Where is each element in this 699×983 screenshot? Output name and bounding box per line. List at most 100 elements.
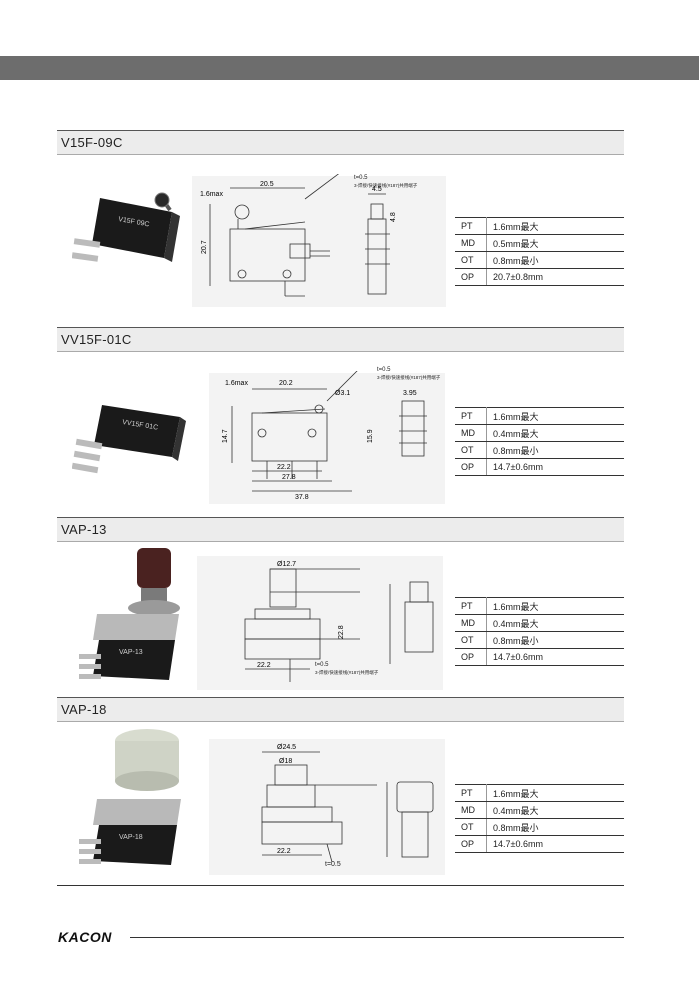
dim-d4: 4.5	[372, 186, 382, 193]
spec-key: PT	[455, 407, 487, 425]
spec-key: MD	[455, 424, 487, 442]
dim-d2: 22.2	[257, 662, 271, 669]
spec-key: PT	[455, 597, 487, 615]
spec-key: MD	[455, 801, 487, 819]
spec-key: MD	[455, 614, 487, 632]
section-vv15f-01c: VV15F-01C VV15F 01C	[57, 327, 624, 512]
dim-d3: 22.2	[277, 848, 291, 855]
dimension-drawing: 1.6max 20.2 Ø3.1 3.95 22.2 27.8 37.8 14.…	[209, 371, 445, 504]
note-terminal: 3-焊接/快速接线(#187)共用端子	[315, 670, 379, 675]
brand-logo: KACON	[58, 929, 112, 945]
spec-value: 14.7±0.6mm	[486, 648, 624, 666]
dim-d3: Ø3.1	[335, 390, 350, 397]
note-thickness: t=0.5	[315, 662, 329, 668]
spec-value: 0.5mm最大	[486, 234, 624, 252]
spec-value: 1.6mm最大	[486, 217, 624, 235]
product-photo: VAP-18	[79, 729, 181, 865]
section-vap-18: VAP-18 VAP-18 Ø24.5 Ø18 22.2 t=0.5	[57, 697, 624, 882]
dim-d1: 1.6max	[225, 380, 248, 387]
bottom-rule	[57, 885, 624, 886]
note-thickness: t=0.5	[354, 175, 368, 181]
section-title: V15F-09C	[57, 130, 624, 155]
spec-key: OT	[455, 818, 487, 836]
spec-key: OP	[455, 648, 487, 666]
footer-line	[130, 937, 624, 938]
section-title: VAP-13	[57, 517, 624, 542]
dim-d1: 1.6max	[200, 191, 223, 198]
product-photo: VV15F 01C	[72, 405, 186, 474]
dim-d5: 4.8	[390, 212, 397, 222]
spec-key: OP	[455, 835, 487, 853]
dim-d9: 15.9	[367, 429, 374, 443]
photo-label: VAP-18	[119, 834, 143, 841]
dim-d3: 22.8	[338, 625, 345, 639]
dim-d8: 14.7	[222, 429, 229, 443]
spec-value: 1.6mm最大	[486, 784, 624, 802]
spec-value: 14.7±0.6mm	[486, 458, 624, 476]
spec-value: 0.4mm最大	[486, 614, 624, 632]
dim-d1: Ø24.5	[277, 744, 296, 751]
spec-key: OP	[455, 268, 487, 286]
spec-value: 20.7±0.8mm	[486, 268, 624, 286]
spec-value: 0.8mm最小	[486, 441, 624, 459]
dimension-drawing: 1.6max 20.5 20.7 4.5 4.8	[192, 174, 446, 307]
dim-d2: 20.5	[260, 181, 274, 188]
spec-value: 0.4mm最大	[486, 424, 624, 442]
spec-value: 0.8mm最小	[486, 818, 624, 836]
section-v15f-09c: V15F-09C V15F 09C	[57, 130, 624, 315]
section-vap-13: VAP-13 VAP-13 Ø12.7 22.2 22.8	[57, 517, 624, 695]
product-photo: V15F 09C	[72, 192, 180, 262]
dim-d2: 20.2	[279, 380, 293, 387]
product-photo: VAP-13	[79, 548, 180, 680]
note-thickness: t=0.5	[377, 367, 391, 373]
spec-key: PT	[455, 217, 487, 235]
dim-d7: 37.8	[295, 494, 309, 501]
spec-value: 0.4mm最大	[486, 801, 624, 819]
spec-key: OT	[455, 441, 487, 459]
dim-d3: 20.7	[201, 240, 208, 254]
spec-value: 0.8mm最小	[486, 631, 624, 649]
top-band	[0, 56, 699, 80]
dim-d6: 27.8	[282, 474, 296, 481]
dim-d2: Ø18	[279, 758, 292, 765]
dimension-drawing: Ø24.5 Ø18 22.2	[209, 739, 445, 875]
dimension-drawing: Ø12.7 22.2 22.8	[197, 556, 443, 690]
spec-key: MD	[455, 234, 487, 252]
spec-key: PT	[455, 784, 487, 802]
spec-value: 14.7±0.6mm	[486, 835, 624, 853]
spec-key: OT	[455, 631, 487, 649]
spec-key: OP	[455, 458, 487, 476]
spec-value: 1.6mm最大	[486, 597, 624, 615]
dim-d4: 3.95	[403, 390, 417, 397]
note-terminal: 3-焊接/快速接线(#187)共用端子	[354, 183, 418, 188]
dim-d5: 22.2	[277, 464, 291, 471]
spec-value: 1.6mm最大	[486, 407, 624, 425]
dim-d1: Ø12.7	[277, 561, 296, 568]
photo-label: VAP-13	[119, 649, 143, 656]
section-title: VV15F-01C	[57, 327, 624, 352]
section-title: VAP-18	[57, 697, 624, 722]
note-terminal: 3-焊接/快速接线(#187)共用端子	[377, 375, 441, 380]
spec-key: OT	[455, 251, 487, 269]
spec-value: 0.8mm最小	[486, 251, 624, 269]
note-thickness: t=0.5	[325, 861, 341, 868]
